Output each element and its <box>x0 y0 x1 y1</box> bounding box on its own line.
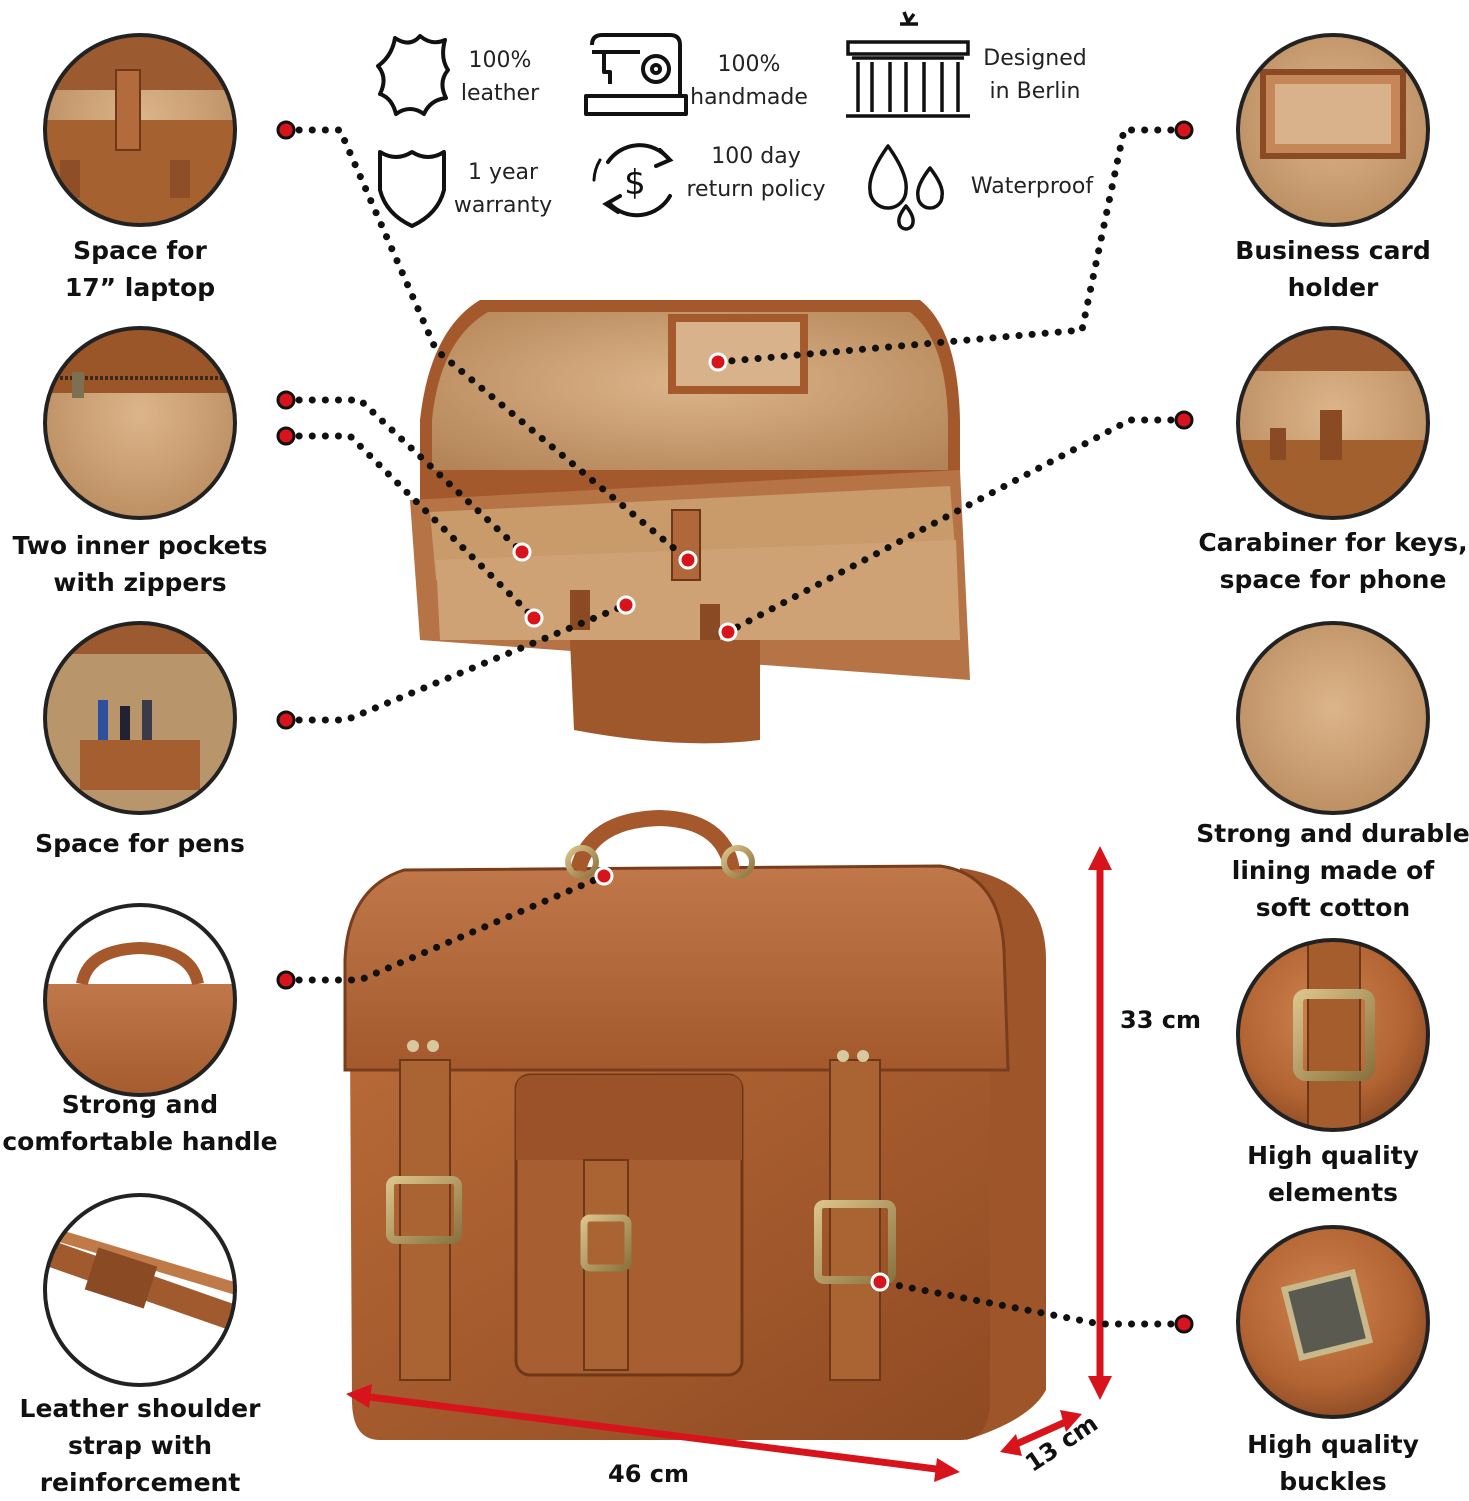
height-dimension-arrow <box>1088 846 1112 1400</box>
callout-dot <box>1174 120 1194 140</box>
height-dimension-label: 33 cm <box>1120 1006 1201 1034</box>
dollar-return-icon <box>592 143 674 218</box>
callout-dot <box>616 595 636 615</box>
water-drops-icon <box>868 144 944 231</box>
callout-lines <box>282 126 1188 1328</box>
callout-line-pens <box>282 601 630 724</box>
dollar-sign-glyph: $ <box>624 163 646 203</box>
closed-bag-photo <box>343 809 1046 1440</box>
shoulder-strap-thumbnail <box>43 1193 237 1387</box>
callout-dot <box>276 970 296 990</box>
width-dimension-arrow <box>346 1384 960 1482</box>
depth-dimension-arrow <box>1000 1410 1082 1456</box>
callout-dot <box>718 622 738 642</box>
width-dimension-label: 46 cm <box>608 1460 689 1488</box>
clasp-buckle-thumbnail <box>1236 1225 1430 1419</box>
badge-leather-text: 100%leather <box>460 48 540 106</box>
callout-dot <box>1174 410 1194 430</box>
buckle-element-thumbnail <box>1236 938 1430 1132</box>
inner-pocket-thumbnail <box>43 326 237 520</box>
callout-dot <box>678 550 698 570</box>
callout-dot <box>276 426 296 446</box>
callout-line-laptop <box>282 126 692 564</box>
cotton-lining-thumbnail <box>1236 621 1430 815</box>
laptop-compartment-thumbnail <box>43 33 237 227</box>
feature-label-carabiner: Carabiner for keys,space for phone <box>1198 528 1468 594</box>
callout-dot <box>512 542 532 562</box>
callout-dot <box>594 866 614 886</box>
callout-line-carabiner <box>724 416 1188 636</box>
badge-waterproof-text: Waterproof <box>970 174 1094 199</box>
callout-line-card <box>714 126 1188 366</box>
open-bag-photo <box>410 300 970 744</box>
callout-line-buckle <box>876 1278 1188 1328</box>
badge-handmade-text: 100%handmade <box>690 52 808 110</box>
callout-dot <box>276 710 296 730</box>
callout-dot <box>276 120 296 140</box>
callout-dot <box>1174 1314 1194 1334</box>
brandenburg-gate-icon <box>846 11 970 118</box>
callout-dot <box>870 1272 890 1292</box>
feature-label-pens: Space for pens <box>35 829 245 858</box>
business-card-holder-thumbnail <box>1236 33 1430 227</box>
sewing-machine-icon <box>584 33 688 116</box>
handle-thumbnail <box>43 903 237 1097</box>
callout-dot <box>708 352 728 372</box>
callout-endpoints <box>276 120 1194 1334</box>
callout-line-pocket-1 <box>282 396 526 556</box>
callout-dot <box>276 390 296 410</box>
pen-holder-thumbnail <box>43 621 237 815</box>
carabiner-thumbnail <box>1236 326 1430 520</box>
shield-icon <box>378 150 446 228</box>
leather-hide-icon <box>376 34 450 116</box>
callout-line-handle <box>282 872 608 984</box>
callout-dot <box>524 608 544 628</box>
callout-line-pocket-2 <box>282 432 538 622</box>
